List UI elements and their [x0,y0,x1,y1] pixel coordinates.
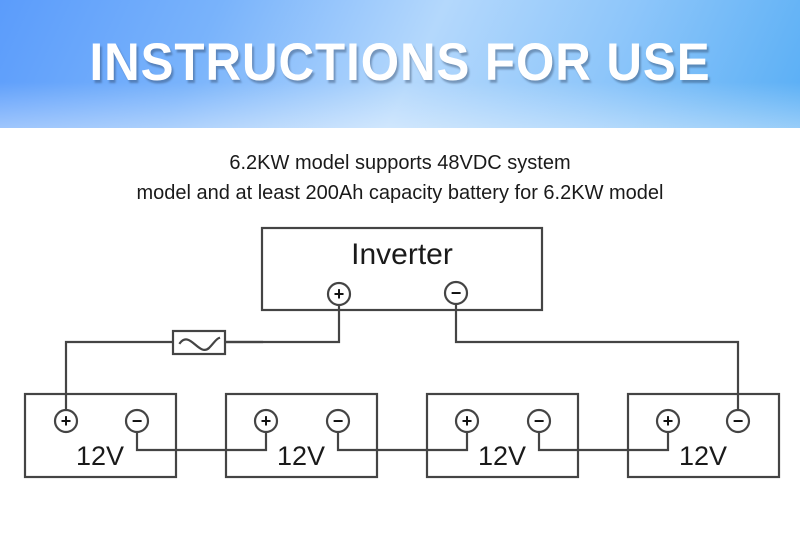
battery-3-positive-glyph: + [461,411,473,431]
fuse-sine-symbol [178,336,221,351]
battery-4-positive-terminal [655,408,681,434]
battery-2-positive-glyph: + [260,411,272,431]
battery-4-negative-glyph: − [732,411,744,431]
battery-box-4 [626,392,781,479]
description-line-1: 6.2KW model supports 48VDC system [229,152,571,174]
battery-4-negative-terminal [725,408,751,434]
page-title: INSTRUCTIONS FOR USE [89,33,711,92]
battery-2-label: 12V [277,441,326,471]
battery-2-positive-terminal [253,408,279,434]
series-link-1-2 [135,419,268,452]
inverter-negative-lead [454,291,740,423]
battery-2-negative-glyph: − [332,411,344,431]
battery-3-label: 12V [478,441,527,471]
battery-3-negative-glyph: − [533,411,545,431]
inverter-positive-glyph: + [333,284,345,304]
battery-1-negative-terminal [124,408,150,434]
battery-1-positive-terminal [53,408,79,434]
battery-box-3 [425,392,580,479]
battery-1-label: 12V [76,441,125,471]
battery-3-negative-terminal [526,408,552,434]
battery-box-1 [23,392,178,479]
fuse-box [171,329,227,356]
inverter-label: Inverter [351,238,453,271]
inverter-box [260,226,544,312]
battery-4-positive-glyph: + [662,411,674,431]
battery-1-negative-glyph: − [131,411,143,431]
battery-4-label: 12V [679,441,728,471]
series-link-3-4 [537,419,670,452]
inverter-positive-terminal [326,281,352,307]
fuse-left-lead [64,340,175,423]
description-line-2: model and at least 200Ah capacity batter… [136,182,664,204]
battery-box-2 [224,392,379,479]
inverter-negative-glyph: − [450,283,462,303]
header-banner: INSTRUCTIONS FOR USE [0,0,800,128]
battery-3-positive-terminal [454,408,480,434]
battery-2-negative-terminal [325,408,351,434]
series-link-2-3 [336,419,469,452]
description-text: 6.2KW model supports 48VDC system model … [0,148,800,208]
inverter-negative-terminal [443,280,469,306]
battery-1-positive-glyph: + [60,411,72,431]
